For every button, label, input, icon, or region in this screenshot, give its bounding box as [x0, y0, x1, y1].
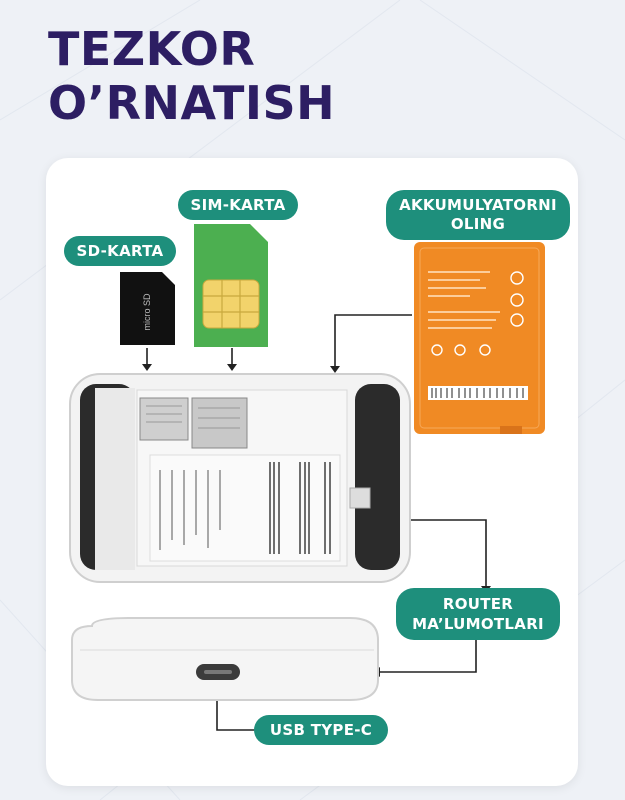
sim-card-label-text: SIM-KARTA — [190, 196, 286, 214]
sim-card-icon — [194, 224, 268, 347]
router-info-line-1: ROUTER — [442, 595, 514, 613]
router-info-label: ROUTER MA’LUMOTLARI — [396, 588, 560, 640]
svg-text:micro SD: micro SD — [142, 293, 152, 331]
usb-type-c-label-text: USB TYPE-C — [269, 721, 373, 739]
sim-card-label: SIM-KARTA — [178, 190, 298, 220]
router-device-icon — [69, 373, 411, 583]
page-title: TEZKOR O’RNATISH — [48, 22, 335, 130]
sd-card-label-text: SD-KARTA — [76, 242, 164, 260]
sd-card-label: SD-KARTA — [64, 236, 176, 266]
battery-label: AKKUMULYATORNI OLING — [386, 190, 570, 240]
title-line-1: TEZKOR — [48, 22, 256, 76]
title-line-2: O’RNATISH — [48, 76, 336, 130]
usb-type-c-label: USB TYPE-C — [254, 715, 388, 745]
router-side-icon — [71, 617, 379, 701]
battery-label-line-1: AKKUMULYATORNI — [399, 196, 557, 214]
usb-port-icon — [196, 664, 240, 680]
sd-card-icon: micro SD — [120, 272, 175, 345]
battery-icon — [414, 242, 545, 434]
battery-label-line-2: OLING — [450, 215, 506, 233]
router-info-line-2: MA’LUMOTLARI — [412, 615, 544, 633]
